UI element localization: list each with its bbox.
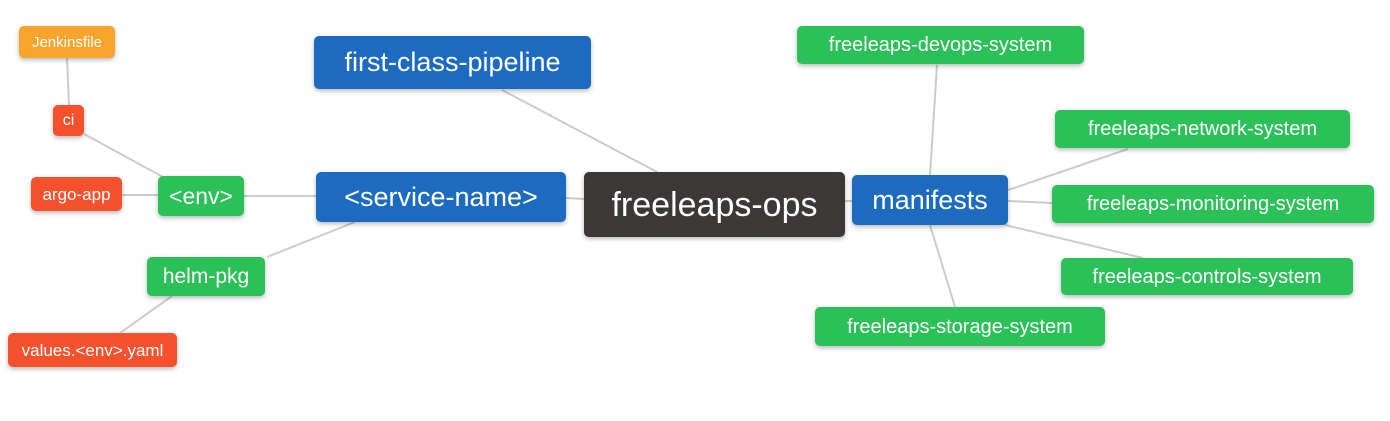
edge-manifests-storage-system xyxy=(929,224,956,308)
node-label: freeleaps-storage-system xyxy=(847,315,1073,338)
edge-service-name-freeleaps-ops xyxy=(565,197,585,200)
node-freeleaps-ops[interactable]: freeleaps-ops xyxy=(584,172,845,237)
edge-jenkinsfile-ci xyxy=(66,57,70,106)
node-label: argo-app xyxy=(42,184,111,204)
node-label: values.<env>.yaml xyxy=(21,340,164,360)
node-jenkinsfile[interactable]: Jenkinsfile xyxy=(19,26,115,58)
node-label: <env> xyxy=(169,182,233,209)
node-env[interactable]: <env> xyxy=(158,176,244,216)
node-values-env-yaml[interactable]: values.<env>.yaml xyxy=(8,333,177,367)
node-first-class-pipeline[interactable]: first-class-pipeline xyxy=(314,36,591,89)
node-label: Jenkinsfile xyxy=(31,33,103,51)
node-service-name[interactable]: <service-name> xyxy=(316,172,566,222)
node-ci[interactable]: ci xyxy=(53,105,84,136)
edge-manifests-devops-system xyxy=(929,64,938,176)
node-label: freeleaps-devops-system xyxy=(828,34,1053,56)
node-label: freeleaps-monitoring-system xyxy=(1086,193,1340,215)
node-monitoring-system[interactable]: freeleaps-monitoring-system xyxy=(1052,185,1374,223)
node-controls-system[interactable]: freeleaps-controls-system xyxy=(1061,258,1353,295)
node-manifests[interactable]: manifests xyxy=(852,175,1008,225)
node-label: <service-name> xyxy=(344,181,538,212)
node-label: manifests xyxy=(872,184,988,215)
node-label: freeleaps-network-system xyxy=(1088,118,1317,140)
node-storage-system[interactable]: freeleaps-storage-system xyxy=(815,307,1105,346)
edge-manifests-monitoring-system xyxy=(1007,200,1053,204)
edge-values-env-yaml-helm-pkg xyxy=(119,295,173,334)
edge-helm-pkg-service-name xyxy=(266,221,356,258)
node-network-system[interactable]: freeleaps-network-system xyxy=(1055,110,1350,148)
edge-ci-env xyxy=(83,133,164,178)
edge-first-class-pipeline-freeleaps-ops xyxy=(501,89,658,173)
node-helm-pkg[interactable]: helm-pkg xyxy=(147,257,265,296)
node-label: helm-pkg xyxy=(162,265,250,288)
node-argo-app[interactable]: argo-app xyxy=(31,177,122,211)
node-label: ci xyxy=(62,111,75,129)
node-devops-system[interactable]: freeleaps-devops-system xyxy=(797,26,1084,64)
node-label: first-class-pipeline xyxy=(344,47,561,77)
node-label: freeleaps-controls-system xyxy=(1092,265,1322,288)
edge-manifests-network-system xyxy=(1007,148,1129,191)
edge-manifests-controls-system xyxy=(1004,224,1144,259)
node-label: freeleaps-ops xyxy=(611,185,818,224)
